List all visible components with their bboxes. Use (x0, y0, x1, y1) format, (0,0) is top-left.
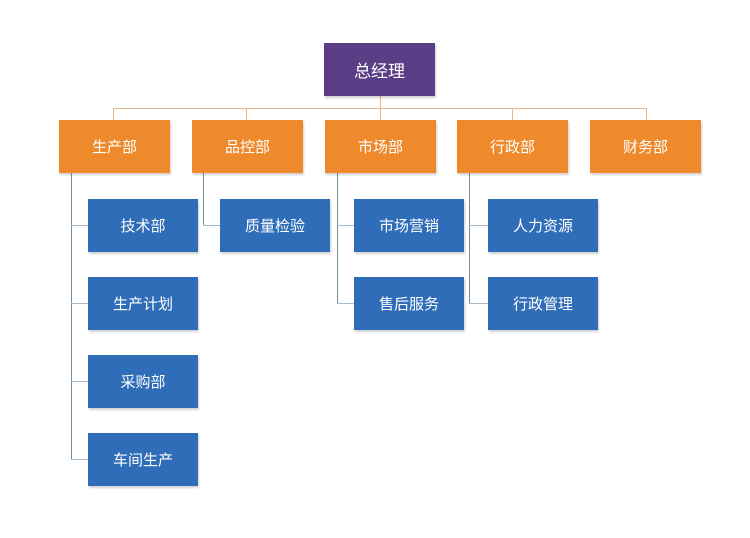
node-label: 采购部 (120, 373, 166, 391)
node-workshop-production: 车间生产 (88, 433, 198, 486)
node-label: 售后服务 (378, 295, 439, 313)
node-label: 市场部 (357, 138, 403, 156)
node-quality-inspection: 质量检验 (220, 199, 330, 252)
connector-admin-child-1 (469, 225, 488, 226)
node-technology: 技术部 (88, 199, 198, 252)
node-after-sales-service: 售后服务 (354, 277, 464, 330)
node-label: 财务部 (622, 138, 668, 156)
connector-dept-1 (113, 108, 114, 120)
node-label: 品控部 (224, 138, 270, 156)
node-general-manager: 总经理 (324, 43, 435, 96)
connector-production-child-4 (71, 459, 88, 460)
connector-production-child-3 (71, 381, 88, 382)
node-label: 质量检验 (244, 217, 305, 235)
node-production-planning: 生产计划 (88, 277, 198, 330)
node-label: 生产部 (91, 138, 137, 156)
connector-dept-4 (512, 108, 513, 120)
node-label: 市场营销 (378, 217, 439, 235)
node-marketing-sales: 市场营销 (354, 199, 464, 252)
node-quality-control-dept: 品控部 (192, 120, 303, 173)
connector-dept-2 (246, 108, 247, 120)
node-human-resources: 人力资源 (488, 199, 598, 252)
connector-qc-vertical (203, 173, 204, 226)
node-label: 人力资源 (512, 217, 573, 235)
node-label: 生产计划 (112, 295, 173, 313)
node-production-dept: 生产部 (59, 120, 170, 173)
node-finance-dept: 财务部 (590, 120, 701, 173)
node-label: 行政管理 (512, 295, 573, 313)
connector-dept-3 (380, 108, 381, 120)
node-purchasing: 采购部 (88, 355, 198, 408)
connector-production-child-1 (71, 225, 88, 226)
connector-market-vertical (337, 173, 338, 304)
connector-admin-child-2 (469, 303, 488, 304)
node-label: 技术部 (120, 217, 166, 235)
connector-production-child-2 (71, 303, 88, 304)
node-administration-dept: 行政部 (457, 120, 568, 173)
node-label: 总经理 (354, 62, 405, 82)
connector-top-bar (113, 108, 646, 109)
connector-market-child-1 (337, 225, 354, 226)
connector-qc-child-1 (203, 225, 220, 226)
node-administrative-management: 行政管理 (488, 277, 598, 330)
connector-market-child-2 (337, 303, 354, 304)
node-label: 车间生产 (112, 451, 173, 469)
node-label: 行政部 (489, 138, 535, 156)
connector-production-vertical (71, 173, 72, 459)
node-marketing-dept: 市场部 (325, 120, 436, 173)
connector-dept-5 (646, 108, 647, 120)
connector-admin-vertical (469, 173, 470, 304)
connector-root-down (380, 96, 381, 109)
